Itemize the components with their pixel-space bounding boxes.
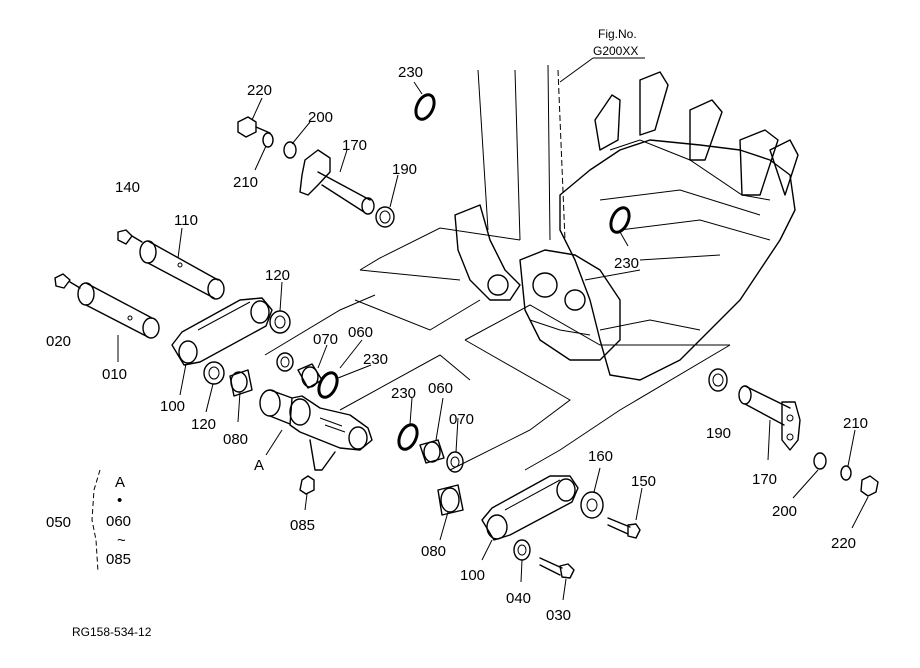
callout-100-lower: 100 [460, 567, 485, 584]
callout-080-left: 080 [223, 431, 248, 448]
group-item-dot: • [117, 492, 122, 509]
pin-plate-170-top [299, 149, 331, 196]
leader-lines [91, 81, 869, 601]
callout-210-top: 210 [233, 174, 258, 191]
link-100-upper [171, 297, 273, 366]
right-pin-assembly [708, 368, 879, 497]
washer-190-top [375, 206, 395, 228]
link-100-lower [481, 475, 579, 541]
callout-230-b: 230 [614, 255, 639, 272]
callout-170-top: 170 [342, 137, 367, 154]
callout-120-lower: 120 [191, 416, 216, 433]
bolt-030 [539, 557, 563, 576]
callout-220-top: 220 [247, 82, 272, 99]
washer-160 [580, 491, 604, 519]
fig-no-label: Fig.No. [598, 27, 637, 41]
callout-030: 030 [546, 607, 571, 624]
o-ring-230-a [414, 93, 436, 121]
o-ring-230-c [317, 371, 339, 399]
arm [454, 64, 566, 301]
callout-020: 020 [46, 333, 71, 350]
washer-070-right [446, 451, 464, 473]
group-item-a: A [115, 474, 125, 491]
group-item-060: 060 [106, 513, 131, 530]
pin-010 [54, 273, 160, 339]
bushing-060-left [297, 363, 323, 389]
callout-080-lower: 080 [421, 543, 446, 560]
fig-no-leader [559, 57, 594, 83]
bushing-080-lower [437, 484, 464, 516]
callout-085: 085 [290, 517, 315, 534]
o-ring-230-d [397, 423, 419, 451]
group-note: 050 A • 060 ~ 085 [46, 474, 131, 568]
callout-210-right: 210 [843, 415, 868, 432]
callout-070-left: 070 [313, 331, 338, 348]
collar-200-right [813, 452, 827, 470]
washer-070-left [276, 352, 294, 372]
group-label-050: 050 [46, 514, 71, 531]
top-pin-assembly [237, 116, 395, 228]
callout-170-right: 170 [752, 471, 777, 488]
callout-220-right: 220 [831, 535, 856, 552]
callout-190-top: 190 [392, 161, 417, 178]
assembly-lines [264, 227, 731, 471]
callout-010: 010 [102, 366, 127, 383]
bucket [519, 71, 799, 381]
callout-140: 140 [115, 179, 140, 196]
washer-120-lower [203, 361, 225, 385]
group-item-tilde: ~ [117, 532, 126, 549]
callout-150: 150 [631, 473, 656, 490]
callout-labels: 220 200 210 170 190 230 230 140 110 120 … [46, 64, 868, 624]
callout-230-a: 230 [398, 64, 423, 81]
callout-160: 160 [588, 448, 613, 465]
washer-120-upper [269, 310, 291, 334]
guide-link-a [259, 389, 373, 471]
callout-200-top: 200 [308, 109, 333, 126]
o-ring-230-b [609, 206, 631, 234]
collar-200-top [283, 141, 297, 159]
fig-no: G200XX [593, 44, 638, 58]
bolt-220-right [860, 475, 879, 497]
washer-210-right [840, 465, 852, 481]
reference-code: RG158-534-12 [72, 625, 152, 639]
pin-plate-170-right [781, 401, 801, 451]
callout-110: 110 [174, 212, 198, 229]
callout-040: 040 [506, 590, 531, 607]
grease-fitting-085 [299, 475, 315, 495]
washer-040 [513, 539, 531, 561]
callout-a: A [254, 457, 264, 474]
callout-190-right: 190 [706, 425, 731, 442]
callout-070-right: 070 [449, 411, 474, 428]
bolt-220-top [237, 116, 257, 138]
callout-060-left: 060 [348, 324, 373, 341]
callout-100-upper: 100 [160, 398, 185, 415]
callout-230-c: 230 [363, 351, 388, 368]
group-item-085: 085 [106, 551, 131, 568]
callout-060-right: 060 [428, 380, 453, 397]
bolt-150 [607, 517, 631, 535]
pin-110 [117, 229, 225, 300]
washer-190-right [708, 368, 728, 392]
callout-230-d: 230 [391, 385, 416, 402]
washer-210-top [262, 132, 274, 148]
callout-120-upper: 120 [265, 267, 290, 284]
callout-200-right: 200 [772, 503, 797, 520]
